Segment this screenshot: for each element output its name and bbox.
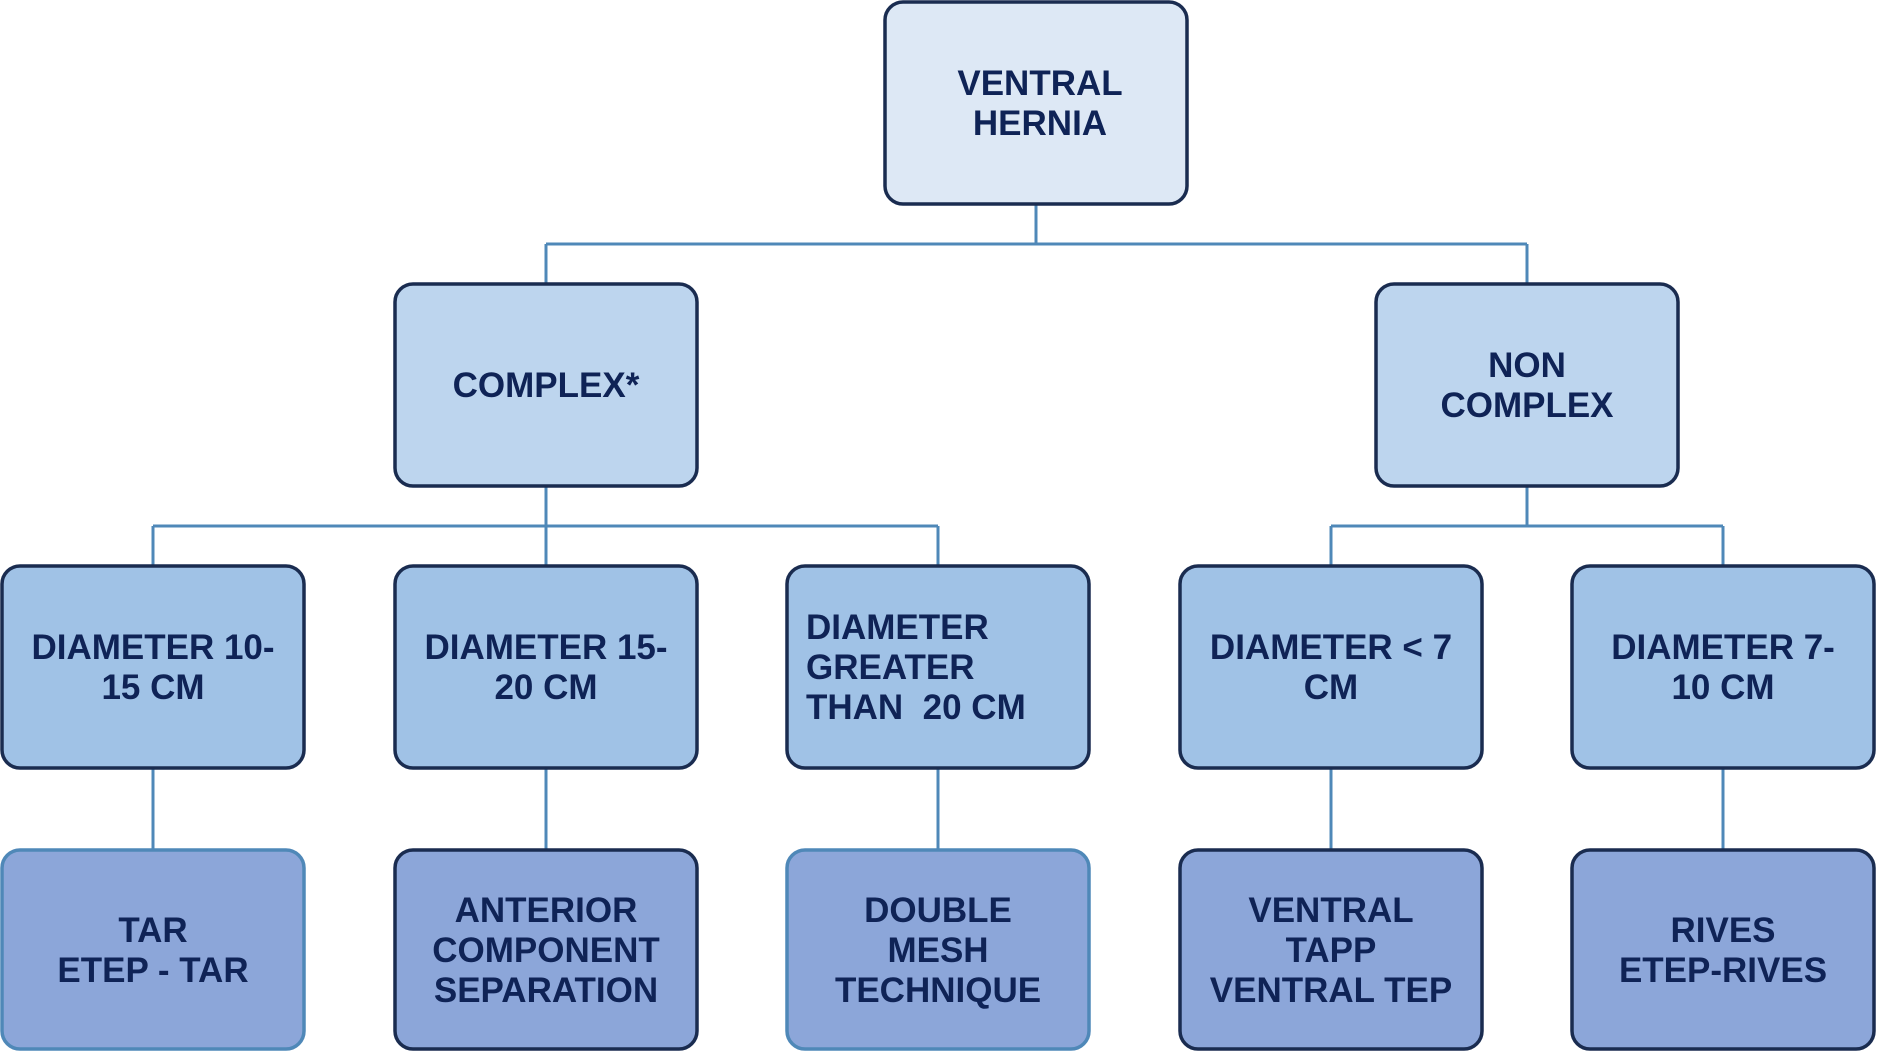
node-diameter-10-15: DIAMETER 10-15 CM [0,564,306,770]
node-label-line: VENTRAL TEP [1210,971,1452,1010]
node-label: DIAMETER 10-15 CM [31,628,274,707]
node-label-line: COMPONENT [432,931,660,970]
node-diameter-7-10: DIAMETER 7-10 CM [1570,564,1876,770]
node-label-line: 15 CM [101,668,204,707]
node-box [1374,282,1680,488]
node-label-line: SEPARATION [434,971,658,1010]
node-label-line: GREATER [806,648,975,687]
node-label-line: DOUBLE [864,891,1012,930]
node-label-line: VENTRAL [957,64,1122,103]
connector-noncomplex-to-diameters [1329,486,1725,566]
node-box [1570,564,1876,770]
node-label-line: DIAMETER [806,608,989,647]
node-label-line: HERNIA [973,104,1107,143]
node-label-line: TAR [118,911,187,950]
node-label-line: MESH [887,931,988,970]
node-label-line: NON [1488,346,1566,385]
node-box [393,282,699,488]
connector-root-to-level1 [544,204,1529,284]
node-box [0,848,306,1051]
node-label-line: DIAMETER 15- [424,628,667,667]
node-complex: COMPLEX* [393,282,699,488]
node-label: DIAMETER 7-10 CM [1611,628,1835,707]
connectors [151,204,1725,850]
node-label-line: THAN 20 CM [806,688,1026,727]
node-label-line: 10 CM [1671,668,1774,707]
node-box [785,848,1091,1051]
node-label-line: ETEP - TAR [57,951,248,990]
node-label-line: COMPLEX* [453,366,640,405]
node-label-line: DIAMETER 7- [1611,628,1835,667]
node-label: DIAMETER 15-20 CM [424,628,667,707]
node-diameter-15-20: DIAMETER 15-20 CM [393,564,699,770]
node-box [1178,564,1484,770]
node-box [393,564,699,770]
node-label-line: VENTRAL [1248,891,1413,930]
connector-complex-to-diameters [151,486,940,566]
node-label-line: DIAMETER 10- [31,628,274,667]
node-box [1178,848,1484,1051]
node-box [883,0,1189,206]
node-label-line: TECHNIQUE [835,971,1041,1010]
node-label-line: CM [1304,668,1358,707]
connector-diameters-to-techniques [151,768,1725,850]
node-label-line: ETEP-RIVES [1619,951,1827,990]
node-label-line: DIAMETER < 7 [1210,628,1452,667]
node-label-line: RIVES [1670,911,1775,950]
node-label-line: 20 CM [494,668,597,707]
node-box [0,564,306,770]
node-label-line: ANTERIOR [455,891,638,930]
node-box [393,848,699,1051]
node-label: COMPLEX* [453,366,640,405]
node-box [1570,848,1876,1051]
node-box [785,564,1091,770]
node-label-line: TAPP [1286,931,1377,970]
node-label-line: COMPLEX [1440,386,1614,425]
